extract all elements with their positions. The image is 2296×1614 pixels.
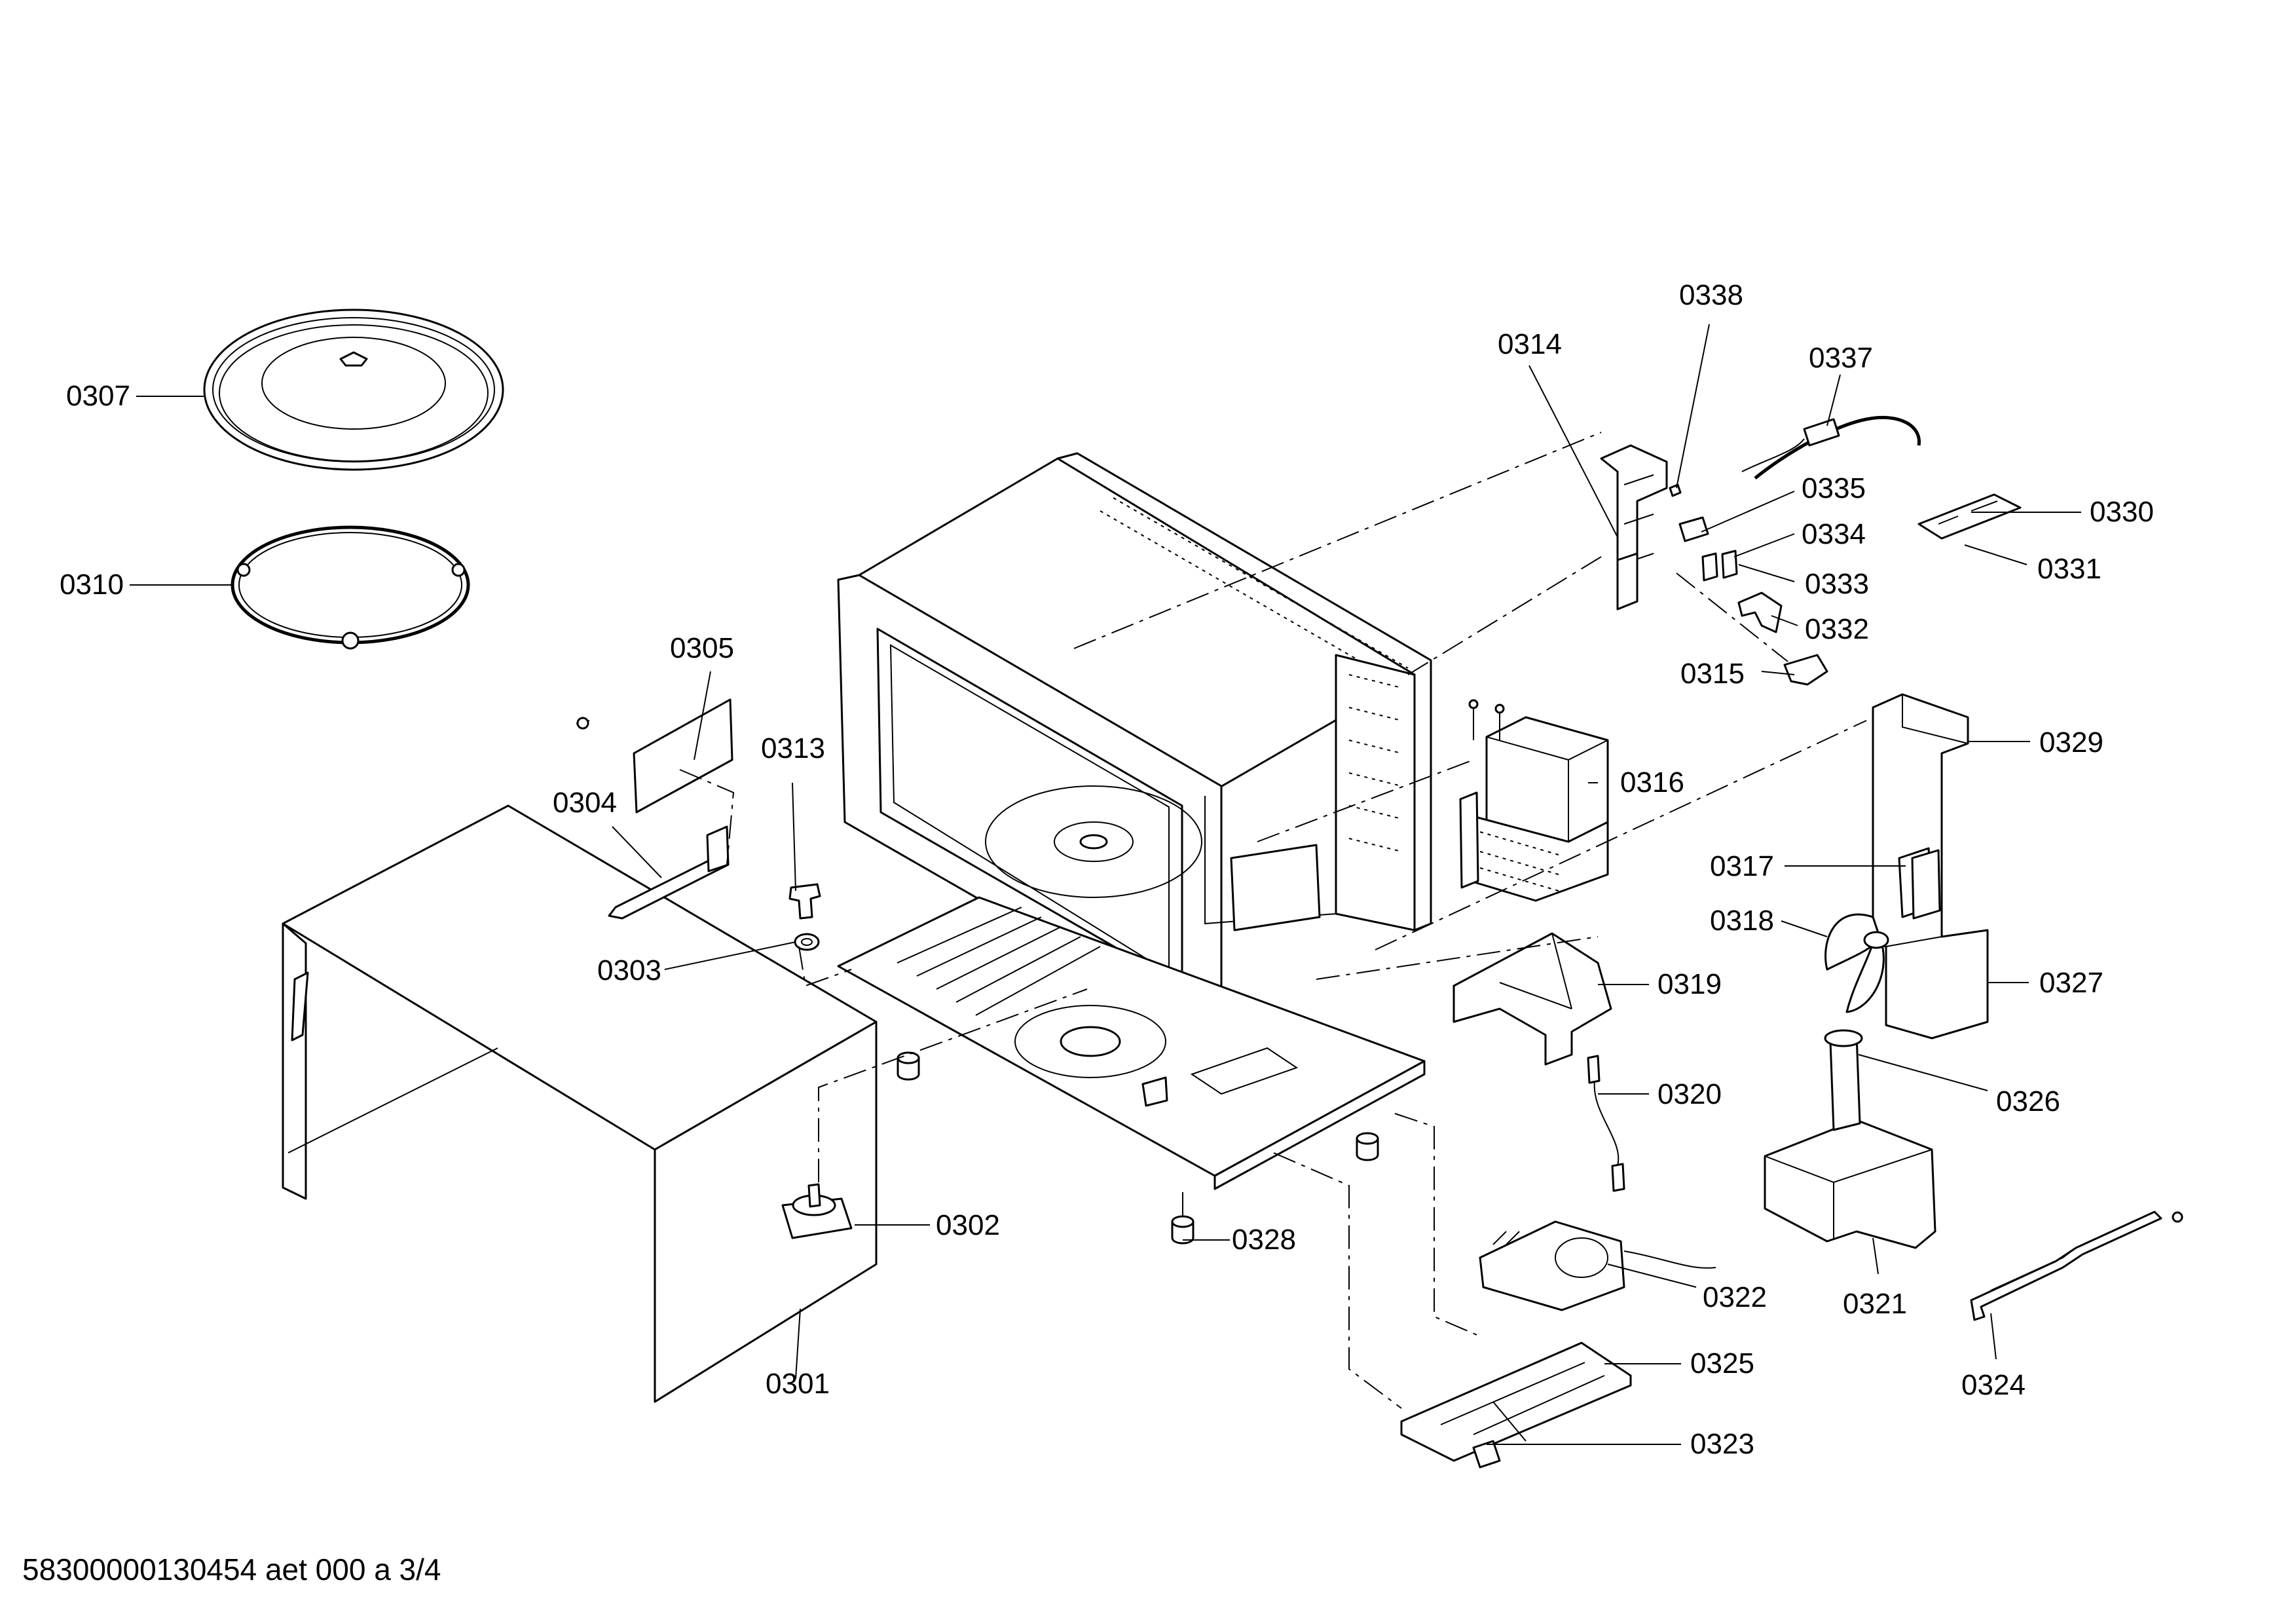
roller-ring <box>231 525 470 650</box>
callout-0316: 0316 <box>1620 766 1684 798</box>
callout-0313: 0313 <box>761 732 825 764</box>
callout-0329: 0329 <box>2039 726 2103 759</box>
callout-0338: 0338 <box>1679 279 1743 311</box>
callout-0301: 0301 <box>766 1368 830 1400</box>
callout-0330: 0330 <box>2090 496 2154 528</box>
microswitch-1 <box>1678 516 1709 542</box>
callout-0324: 0328 <box>1232 1224 1296 1256</box>
callout-0310: 0310 <box>60 569 124 601</box>
callout-0302: 0302 <box>936 1209 1000 1241</box>
callout-0303: 0303 <box>597 954 661 986</box>
callout-0318: 0318 <box>1710 905 1774 937</box>
callout-0331: 0331 <box>2037 553 2102 585</box>
callout-0307: 0307 <box>66 380 130 412</box>
callout-0321: 0321 <box>1843 1288 1907 1320</box>
bracket-strip <box>608 825 730 920</box>
callout-0325: 0325 <box>1690 1347 1754 1379</box>
turntable-coupler <box>788 883 821 920</box>
interlock-bracket <box>1600 444 1668 610</box>
callout-0322: 0322 <box>1703 1281 1767 1313</box>
callout-0335: 0335 <box>1802 472 1866 504</box>
magnetron-transformer <box>1459 699 1609 902</box>
fan-blade <box>1824 913 1889 1013</box>
screw <box>1669 483 1682 497</box>
switch-lever <box>1737 591 1783 633</box>
callout-0320: 0320 <box>1657 1078 1722 1110</box>
callout-0334: 0334 <box>1802 518 1866 550</box>
callout-0328: 0327 <box>2039 967 2103 999</box>
assembly-lines <box>679 432 1867 1409</box>
fan-motor-shaft <box>1824 1029 1863 1131</box>
callout-0332: 0332 <box>1805 613 1869 645</box>
power-cord <box>1741 415 1921 479</box>
microswitch-2 <box>1701 550 1738 582</box>
base-plate <box>837 896 1426 1190</box>
callout-0315: 0315 <box>1680 658 1745 690</box>
oven-cavity <box>837 452 1432 1026</box>
fan-motor <box>1911 849 1941 920</box>
foot-3 <box>1171 1215 1194 1245</box>
callout-0326: 0324 <box>1961 1369 2026 1401</box>
callout-0337: 0337 <box>1809 342 1873 374</box>
tray-frame <box>1400 1342 1632 1469</box>
callout-0327: 0326 <box>1996 1085 2060 1117</box>
leader-lines <box>130 324 2081 1445</box>
waveguide-cover <box>576 698 733 814</box>
heater-assembly <box>1479 1220 1716 1311</box>
callout-0317: 0317 <box>1710 850 1774 882</box>
foot-1 <box>897 1051 920 1081</box>
callout-0304: 0304 <box>553 787 617 819</box>
rail-bracket <box>1970 1210 2183 1321</box>
control-board <box>1917 493 2022 540</box>
door-latch <box>1783 654 1828 686</box>
outer-casing <box>282 804 878 1403</box>
callout-0323: 0323 <box>1690 1428 1754 1460</box>
callout-0333: 0333 <box>1805 568 1869 600</box>
turntable-motor <box>781 1183 853 1239</box>
callout-0305: 0305 <box>670 632 734 664</box>
waveguide-bracket <box>1453 932 1612 1066</box>
document-id: 58300000130454 aet 000 a 3/4 <box>22 1552 441 1586</box>
wire-harness <box>1587 1055 1625 1192</box>
fan-housing <box>1764 1119 1936 1249</box>
callout-0314: 0314 <box>1498 328 1562 360</box>
foot-2 <box>1356 1132 1379 1161</box>
callout-0319: 0319 <box>1657 968 1722 1000</box>
turntable-plate <box>203 309 504 471</box>
